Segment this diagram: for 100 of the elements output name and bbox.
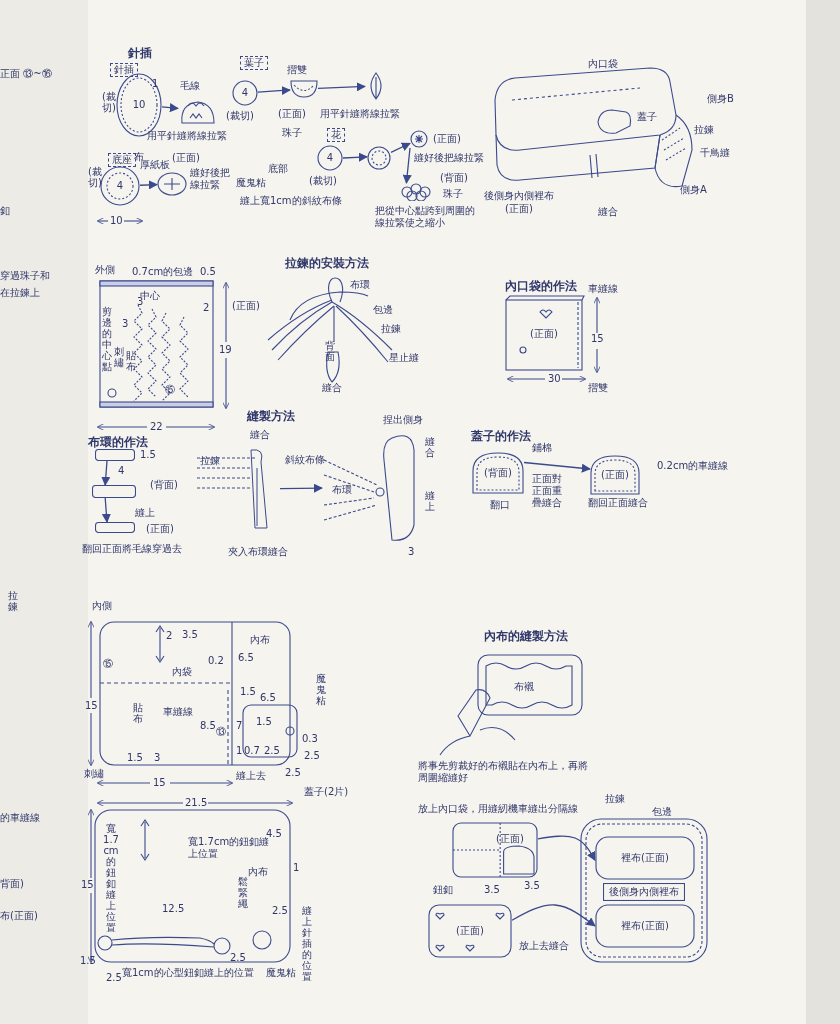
dimension-label: 2	[203, 302, 210, 314]
part-label: 用平針縫將線拉緊	[147, 130, 227, 142]
part-label: 千鳥縫	[700, 147, 730, 159]
node-label: 裡布(正面)	[621, 852, 669, 864]
part-label: (背面)	[150, 479, 178, 491]
part-label: 放上內口袋，用縫紉機車縫出分隔線	[418, 803, 578, 815]
part-label: 車縫線	[588, 283, 618, 295]
dimension-label: 1.5	[256, 716, 272, 728]
dimension-label: 1.5	[127, 752, 143, 764]
part-label: 布	[134, 151, 144, 162]
dimension-label: 1.5	[140, 449, 156, 461]
pattern-tag: 針插	[110, 63, 138, 77]
section-title: 針插	[128, 47, 152, 61]
dimension-label: 21.5	[185, 797, 208, 809]
dimension-label: 0.7	[244, 745, 260, 757]
instruction-note: 正面對正面重疊縫合	[532, 473, 563, 509]
arrow	[257, 85, 291, 96]
fabric-strip	[95, 449, 135, 461]
dimension-label: 22	[150, 421, 163, 433]
node-label: (背面)	[484, 467, 512, 479]
part-label: 毛線	[180, 80, 200, 92]
dimension-label: 10	[110, 215, 123, 227]
part-label: 刺繡	[114, 346, 124, 368]
callout-number: ⑬	[216, 726, 226, 738]
part-label: 刺繡	[84, 768, 104, 780]
section-title: 布環的作法	[88, 436, 148, 450]
dimension-label: 12.5	[162, 903, 185, 915]
part-label: 外側	[95, 264, 115, 276]
part-label: 包邊	[652, 806, 672, 818]
open-case-drawing	[580, 818, 708, 963]
dimension-label: 7	[236, 720, 243, 732]
dimension-label: 3.5	[182, 629, 198, 641]
part-label: 鈕釦	[433, 884, 453, 896]
dimension-label: 15	[153, 777, 166, 789]
pattern-tag: 底座	[108, 153, 136, 167]
dimension-label: 6.5	[260, 692, 276, 704]
part-label: 布襯	[514, 681, 534, 693]
cut-note: 3	[408, 546, 415, 557]
arrow	[139, 180, 158, 190]
dimension-label: 2.5	[285, 767, 301, 779]
dimension-label: 1	[236, 745, 243, 757]
dimension-label: 15	[591, 333, 604, 345]
part-label: 斜紋布條	[285, 454, 325, 466]
part-label: 拉鍊	[381, 323, 401, 335]
cut-note: 縫合	[250, 429, 270, 440]
part-label: 拉鍊	[8, 590, 18, 612]
dimension-label: 8.5	[200, 720, 216, 731]
cut-note: (裁切)	[226, 110, 254, 121]
part-label: 鋪棉	[532, 442, 552, 454]
dimension-label: 2.5	[106, 972, 122, 984]
arrow	[537, 835, 596, 861]
part-label: 拉鍊	[694, 124, 714, 136]
part-label: 內側	[92, 600, 112, 612]
part-label: 側身B	[707, 93, 734, 105]
part-label: 星止縫	[389, 352, 419, 364]
part-label: 在拉鍊上	[0, 287, 40, 299]
node-label: 10	[132, 99, 146, 111]
node-label: 裡布(正面)	[621, 920, 669, 932]
dimension-label: 2	[166, 630, 173, 642]
part-label: (正面)	[530, 328, 558, 340]
dimension-label: 0.3	[302, 733, 318, 745]
part-label: 0.7cm的包邊	[132, 266, 194, 278]
part-label: 鬆緊繩	[238, 876, 248, 909]
part-label: 縫上	[135, 507, 155, 519]
dimension-label: 30	[548, 373, 561, 385]
dimension-label: 0.5	[200, 266, 216, 278]
dimension-label: 2.5	[304, 750, 320, 762]
part-label: 釦	[0, 205, 10, 217]
part-label: 縫合	[598, 206, 618, 218]
dimension-label: 3.5	[524, 880, 540, 892]
arrow	[101, 460, 111, 486]
lining-panel	[428, 904, 512, 958]
section-title: 蓋子的作法	[471, 430, 531, 444]
instruction-note: 寬1.7cm的鈕釦縫上位置	[188, 836, 270, 860]
cut-note: (正面)	[433, 133, 461, 144]
arrow	[317, 82, 366, 92]
arrow	[523, 461, 591, 473]
part-label: (正面)	[232, 300, 260, 312]
part-label: 正面 ⑬~⑯	[0, 68, 52, 80]
lining-panel	[595, 836, 695, 880]
part-label: 縫合	[322, 382, 342, 394]
dimension-label: 1.5	[240, 686, 256, 698]
part-label: 寬1cm的心型鈕釦縫上的位置	[122, 967, 254, 979]
section-title: 縫製方法	[247, 410, 295, 424]
part-label: 厚紙板	[140, 159, 170, 171]
dimension-label: 6.5	[238, 652, 254, 664]
part-label: 穿過珠子和	[0, 270, 50, 282]
arrow	[161, 103, 179, 113]
part-label: (正面)	[172, 152, 200, 164]
dimension-label: 3	[154, 752, 161, 764]
section-title: 內布的縫製方法	[484, 630, 568, 644]
instruction-note: 縫好後把線拉緊	[190, 167, 231, 191]
part-label: 側身A	[680, 184, 707, 196]
part-label: (正面)	[146, 523, 174, 535]
flower-cluster-drawing	[400, 183, 432, 201]
fabric-strip	[92, 485, 136, 498]
part-label: 摺雙	[588, 382, 608, 394]
instruction-note: 將事先剪裁好的布襯貼在內布上，再將周圍縮縫好	[418, 760, 588, 784]
callout-number: ⑮	[103, 658, 113, 670]
node-label: 4	[326, 152, 334, 164]
